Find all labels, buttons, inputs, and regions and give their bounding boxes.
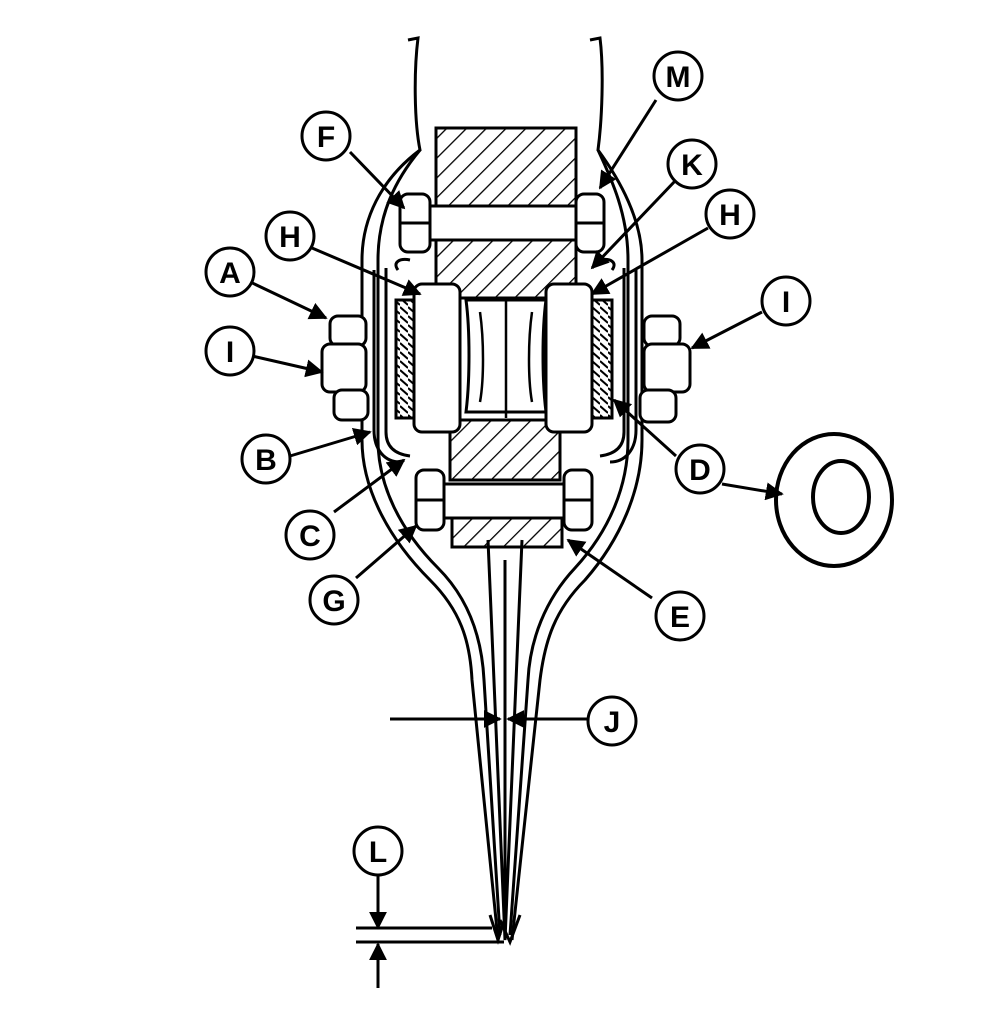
hatched-core	[434, 126, 578, 549]
callout-label: I	[226, 336, 234, 369]
callout-label: I	[782, 286, 790, 319]
right-bushing	[544, 282, 614, 434]
callout-b: B	[240, 433, 292, 485]
callout-g: G	[308, 574, 360, 626]
callout-k: K	[666, 138, 718, 190]
callout-a: A	[204, 246, 256, 298]
leader-arrows	[245, 99, 784, 988]
callout-label: G	[322, 585, 345, 618]
callout-label: D	[689, 454, 711, 487]
callout-circle	[240, 433, 292, 485]
lower-bolt	[414, 468, 594, 532]
callout-circle	[264, 210, 316, 262]
callout-f: F	[300, 110, 352, 162]
callout-circle	[204, 325, 256, 377]
callout-label: C	[299, 520, 321, 553]
callout-circle	[352, 825, 404, 877]
callout-circle	[674, 443, 726, 495]
washer-part	[774, 432, 894, 568]
callout-label: L	[369, 836, 387, 869]
upper-bolt	[398, 192, 606, 254]
callout-circle	[760, 275, 812, 327]
callout-label: K	[681, 149, 703, 182]
callout-m: M	[652, 50, 704, 102]
callout-d: D	[674, 443, 726, 495]
callout-i1: I	[204, 325, 256, 377]
callout-circle	[300, 110, 352, 162]
callout-label: J	[604, 706, 621, 739]
callout-label: A	[219, 257, 241, 290]
callout-i2: I	[760, 275, 812, 327]
callout-l: L	[352, 825, 404, 877]
callout-j: J	[586, 695, 638, 747]
callout-e: E	[654, 590, 706, 642]
callout-h1: H	[264, 210, 316, 262]
callout-label: F	[317, 121, 335, 154]
callout-c: C	[284, 509, 336, 561]
left-bushing	[394, 282, 462, 434]
callout-circle	[654, 590, 706, 642]
right-outer-nut	[638, 314, 692, 424]
callout-circle	[666, 138, 718, 190]
gap-dimension-lines	[356, 926, 504, 944]
callout-circle	[284, 509, 336, 561]
callout-circle	[586, 695, 638, 747]
callout-label: B	[255, 444, 277, 477]
callout-circle	[704, 188, 756, 240]
side-plates	[372, 258, 638, 464]
callout-h2: H	[704, 188, 756, 240]
callout-label: M	[666, 61, 691, 94]
callout-circle	[308, 574, 360, 626]
callout-circle	[204, 246, 256, 298]
callout-label: H	[279, 221, 301, 254]
callout-circle	[652, 50, 704, 102]
left-outer-nut	[320, 314, 370, 422]
callout-label: H	[719, 199, 741, 232]
callout-label: E	[670, 601, 690, 634]
callout-layer: A B C D E F G H H I I J K L M	[204, 50, 812, 877]
